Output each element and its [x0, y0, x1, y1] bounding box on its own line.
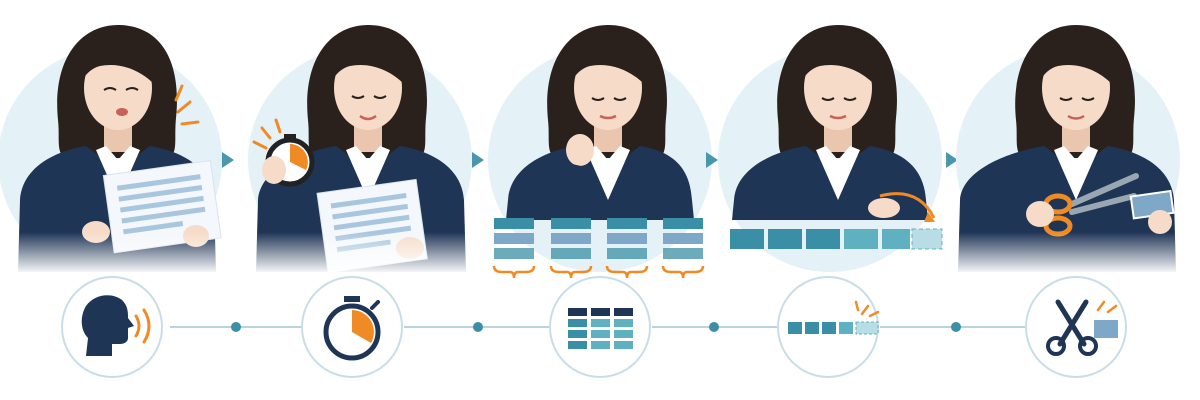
- scissors-icon: [1025, 276, 1127, 378]
- step-2-scene-stopwatch: [248, 25, 490, 274]
- progress-blocks-icon: [777, 276, 880, 378]
- block-group: [492, 218, 536, 279]
- step-4-scene-sequence: [718, 25, 943, 272]
- grouped-blocks-icon: [549, 276, 651, 378]
- arrow-1-2: [222, 152, 234, 168]
- step-1-scene-reading: [0, 25, 240, 274]
- icon-grid-cell: [568, 341, 587, 349]
- block-group: [605, 218, 649, 279]
- step-3-scene-thinking: [488, 25, 712, 279]
- step-3-block-groups: [492, 218, 705, 279]
- icon-grid-cell: [614, 330, 633, 338]
- speaking-head-icon: [61, 276, 163, 378]
- icon-grid-cell: [614, 308, 633, 316]
- step-4-block-sequence: [730, 228, 943, 250]
- icon-row-connectors: [170, 322, 1026, 332]
- icon-grid-cell: [614, 319, 633, 327]
- block-group: [661, 218, 705, 279]
- arrow-3-4: [706, 152, 718, 168]
- icon-grid-cell: [591, 308, 610, 316]
- arrow-4-5: [946, 152, 958, 168]
- icon-grid-cell: [568, 319, 587, 327]
- arrow-2-3: [472, 152, 484, 168]
- icon-grid-cell: [568, 330, 587, 338]
- step-5-scene-scissors: [950, 25, 1190, 274]
- icon-grid-cell: [568, 308, 587, 316]
- icon-grid-cell: [614, 341, 633, 349]
- stopwatch-icon: [301, 276, 403, 378]
- icon-grid-cell: [591, 341, 610, 349]
- icon-grid-cell: [591, 319, 610, 327]
- block-group: [549, 218, 593, 279]
- icon-grid-cell: [591, 330, 610, 338]
